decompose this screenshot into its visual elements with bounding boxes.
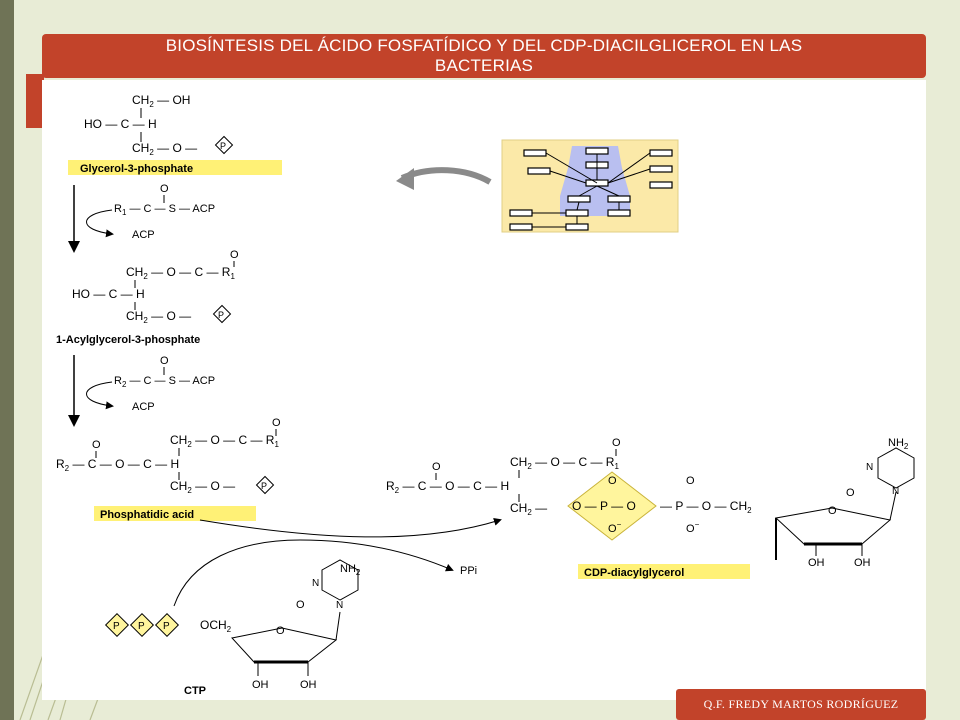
svg-text:NH2: NH2 <box>888 437 909 451</box>
slide-title: BIOSÍNTESIS DEL ÁCIDO FOSFATÍDICO Y DEL … <box>106 36 863 76</box>
svg-text:NH2: NH2 <box>340 563 361 577</box>
svg-text:O: O <box>92 439 101 451</box>
cdp-diacylglycerol-label-bg <box>578 564 750 579</box>
ctp-label: CTP <box>184 685 206 697</box>
svg-text:P: P <box>261 481 267 491</box>
acp-released-1: ACP <box>132 229 155 241</box>
ctp-phosphate-1 <box>104 612 130 638</box>
acp-donor-1-carbonyl: O <box>160 183 169 195</box>
svg-text:P: P <box>113 621 120 632</box>
slide-left-strip <box>0 0 14 720</box>
svg-text:CH2 — O — C — R1: CH2 — O — C — R1 <box>126 265 235 281</box>
svg-text:OH: OH <box>252 679 269 691</box>
svg-text:R2 — C — O — C — H: R2 — C — O — C — H <box>386 479 509 495</box>
pathway-diagram: CH2 — OH HO — C — H CH2 — O — P Glycerol… <box>56 93 915 697</box>
svg-text:P: P <box>138 621 145 632</box>
svg-text:CH2 — O — C — R1: CH2 — O — C — R1 <box>170 433 279 449</box>
ctp-phosphate-2 <box>129 612 155 638</box>
svg-text:R2 — C — O — C — H: R2 — C — O — C — H <box>56 457 179 473</box>
svg-text:HO — C — H: HO — C — H <box>84 117 157 131</box>
phosphatidic-acid-label: Phosphatidic acid <box>100 509 194 521</box>
svg-text:O: O <box>608 475 617 487</box>
svg-text:N: N <box>892 486 899 497</box>
glycerol-3-phosphate-label-bg <box>68 160 282 175</box>
ctp-phosphate-3 <box>154 612 180 638</box>
svg-text:O — P — O: O — P — O <box>572 499 636 513</box>
svg-text:P: P <box>163 621 170 632</box>
glycerol-3-phosphate-structure: CH2 — OH HO — C — H CH2 — O — P <box>84 93 234 157</box>
svg-text:OH: OH <box>808 557 825 569</box>
title-corner-tab <box>26 74 44 128</box>
phosphatidic-acid-label-bg <box>94 506 256 521</box>
svg-text:O: O <box>276 625 285 637</box>
pathway-map-thumbnail <box>501 139 679 233</box>
ctp-structure: P P P OCH2 O OH OH N N O NH2 <box>104 559 361 691</box>
pathway-pointer-arrow <box>400 167 492 185</box>
svg-text:O: O <box>846 487 855 499</box>
svg-text:O: O <box>296 599 305 611</box>
acp-donor-2: R2 — C — S — ACP <box>114 375 215 389</box>
svg-text:N: N <box>312 578 319 589</box>
pathway-pointer-arrowhead <box>396 168 414 190</box>
title-bar: BIOSÍNTESIS DEL ÁCIDO FOSFATÍDICO Y DEL … <box>42 34 926 78</box>
acp-donor-1: R1 — C — S — ACP <box>114 203 215 217</box>
cdp-diacylglycerol-structure: O O CH2 — O — C — R1 R2 — C — O — C — H … <box>386 437 915 569</box>
svg-text:O: O <box>230 249 239 261</box>
svg-text:P: P <box>218 310 224 320</box>
svg-text:N: N <box>336 600 343 611</box>
author-bar: Q.F. FREDY MARTOS RODRÍGUEZ <box>676 689 926 720</box>
step2-curved-arrow <box>86 381 114 410</box>
svg-text:O: O <box>612 437 621 449</box>
acylglycerol-label: 1-Acylglycerol-3-phosphate <box>56 334 200 346</box>
phosphatidic-acid-structure: O O CH2 — O — C — R1 R2 — C — O — C — H … <box>56 417 281 495</box>
slide-title-line2: BACTERIAS <box>434 56 534 75</box>
step1-curved-arrow <box>86 209 114 238</box>
svg-text:O: O <box>686 475 695 487</box>
svg-text:O−: O− <box>686 520 700 535</box>
svg-text:— P — O — CH2: — P — O — CH2 <box>660 499 752 515</box>
glycerol-3-phosphate-label: Glycerol-3-phosphate <box>80 163 193 175</box>
svg-text:O: O <box>272 417 281 429</box>
acp-donor-2-carbonyl: O <box>160 355 169 367</box>
acylglycerol-structure: O CH2 — O — C — R1 HO — C — H CH2 — O — … <box>72 249 239 325</box>
pa-to-cdp-arrow <box>199 517 502 538</box>
svg-text:O: O <box>432 461 441 473</box>
svg-text:CH2 — O —: CH2 — O — <box>170 479 235 495</box>
ctp-to-ppi-arrow <box>173 539 454 607</box>
diagram-panel: CH2 — OH HO — C — H CH2 — O — P Glycerol… <box>42 80 926 700</box>
slide-title-line1: BIOSÍNTESIS DEL ÁCIDO FOSFATÍDICO Y DEL … <box>165 36 803 55</box>
ppi-label: PPi <box>460 565 477 577</box>
svg-text:P: P <box>220 141 226 151</box>
svg-text:CH2 — O —: CH2 — O — <box>132 141 197 157</box>
acp-released-2: ACP <box>132 401 155 413</box>
svg-text:OH: OH <box>854 557 871 569</box>
svg-text:HO — C — H: HO — C — H <box>72 287 145 301</box>
cdp-phosphate-highlight <box>567 471 657 541</box>
svg-text:N: N <box>866 462 873 473</box>
svg-text:O: O <box>828 505 837 517</box>
svg-text:OH: OH <box>300 679 317 691</box>
svg-text:CH2 —: CH2 — <box>510 501 547 517</box>
author-name: Q.F. FREDY MARTOS RODRÍGUEZ <box>703 697 899 711</box>
svg-text:CH2 — OH: CH2 — OH <box>132 93 190 109</box>
cdp-diacylglycerol-label: CDP-diacylglycerol <box>584 567 684 579</box>
svg-text:CH2 — O —: CH2 — O — <box>126 309 191 325</box>
svg-text:OCH2: OCH2 <box>200 618 232 634</box>
svg-text:CH2 — O — C — R1: CH2 — O — C — R1 <box>510 455 619 471</box>
